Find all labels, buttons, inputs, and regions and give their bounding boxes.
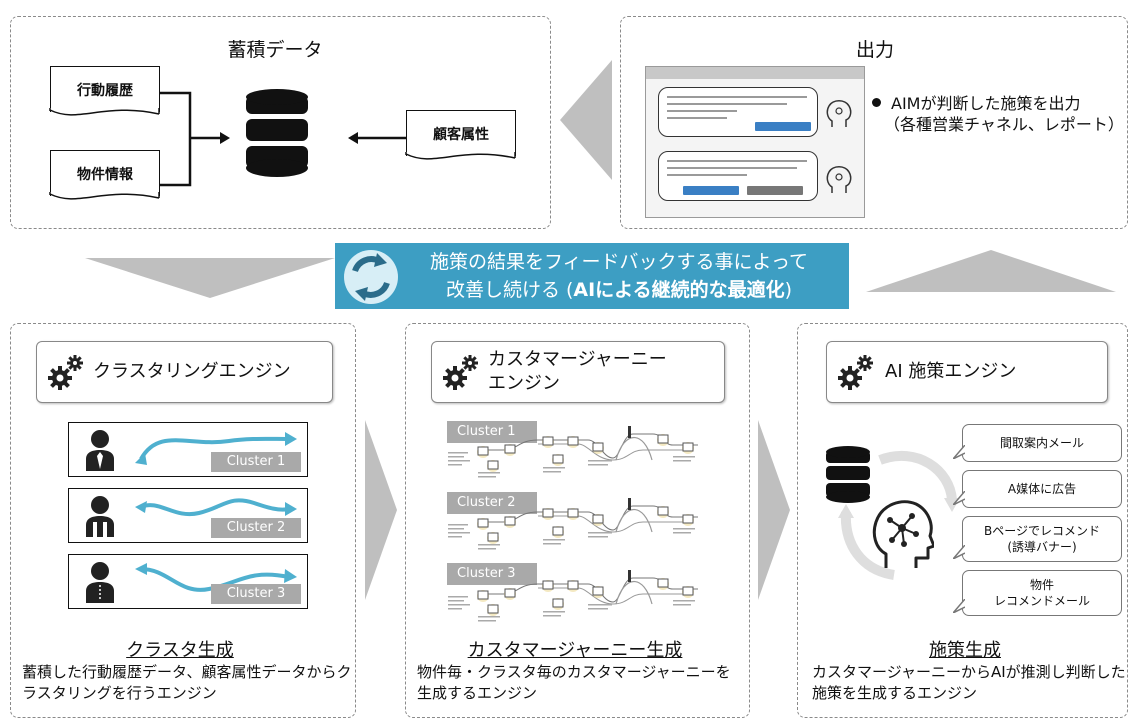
output-panel (620, 16, 1128, 229)
cluster-row-2: Cluster 2 (68, 488, 308, 543)
bubble-tail-icon (953, 445, 965, 459)
journey-cluster-tag: Cluster 2 (447, 492, 537, 514)
bullet-dot-icon (872, 98, 881, 107)
storage-title: 蓄積データ (227, 39, 323, 61)
doc-behavior-history: 行動履歴 (49, 66, 160, 116)
feedback-line2: 改善し続ける (AIによる継続的な最適化) (409, 276, 829, 304)
clustering-panel (10, 323, 356, 718)
person-apron-icon (86, 496, 114, 537)
mockup-bubble-1 (658, 87, 818, 137)
measure-engine-label: AI 施策エンジン (885, 361, 1017, 382)
doc-customer-attr-label: 顧客属性 (433, 126, 489, 143)
feedback-line2-prefix: 改善し続ける ( (445, 279, 574, 301)
output-bullet: AIMが判断した施策を出力 (872, 90, 1080, 114)
feedback-line2-bold: AIによる継続的な最適化 (573, 279, 785, 301)
cluster-path-curve (135, 432, 297, 465)
ai-head-icon (826, 166, 852, 193)
journey-panel (405, 323, 750, 718)
measure-bubble-3: Bページでレコメンド (誘導バナー) (953, 516, 1122, 562)
mockup-bubble-2 (658, 151, 818, 201)
cluster-output-desc: 蓄積した行動履歴データ、顧客属性データからクラスタリングを行うエンジン (22, 663, 352, 702)
mockup-button (747, 186, 803, 195)
journey-cluster-tag: Cluster 1 (447, 421, 537, 443)
measure-bubble-4-text: 物件 レコメンドメール (993, 578, 1090, 608)
measure-output-title: 施策生成 (929, 640, 1001, 661)
journey-engine-label: カスタマージャーニー エンジン (488, 349, 667, 394)
measure-panel (797, 323, 1128, 718)
measure-bubble-1: 間取案内メール (953, 424, 1122, 462)
cluster-path-curve (135, 498, 297, 517)
journey-engine-header: カスタマージャーニー エンジン (431, 341, 725, 403)
cluster-row-1: Cluster 1 (68, 422, 308, 477)
arrow-left-gray-icon (560, 60, 612, 180)
person-suit-icon (86, 562, 114, 603)
cluster-tag: Cluster 3 (211, 584, 301, 604)
measure-bubble-1-text: 間取案内メール (999, 436, 1084, 450)
doc-property-info-label: 物件情報 (77, 166, 133, 183)
clustering-engine-header: クラスタリングエンジン (36, 341, 333, 403)
feedback-line1: 施策の結果をフィードバックする事によって (429, 251, 809, 273)
cluster-tag: Cluster 2 (211, 518, 301, 538)
cluster-path-curve (135, 563, 297, 592)
journey-output-title: カスタマージャーニー生成 (467, 640, 683, 661)
journey-map (448, 425, 699, 623)
arrow-right-gray-icon (365, 420, 397, 600)
mockup-button (683, 186, 739, 195)
clustering-engine-label: クラスタリングエンジン (93, 361, 291, 382)
database-icon (246, 89, 308, 177)
measure-engine-header: AI 施策エンジン (826, 341, 1108, 403)
measure-bubble-2-text: A媒体に広告 (1007, 482, 1077, 496)
measure-bubble-3-text: Bページでレコメンド (誘導バナー) (984, 524, 1100, 554)
arrow-up-gray-icon (866, 250, 1116, 292)
output-screen-mockup (645, 66, 865, 218)
measure-bubble-2: A媒体に広告 (953, 470, 1122, 508)
bubble-tail-icon (953, 545, 965, 559)
bubble-tail-icon (953, 599, 965, 613)
feedback-banner: 施策の結果をフィードバックする事によって 改善し続ける (AIによる継続的な最適… (335, 243, 849, 309)
bubble-tail-icon (953, 491, 965, 505)
doc-property-info: 物件情報 (49, 150, 160, 200)
feedback-text: 施策の結果をフィードバックする事によって 改善し続ける (AIによる継続的な最適… (409, 248, 829, 304)
doc-wave-edge (405, 152, 516, 160)
output-title: 出力 (855, 39, 894, 61)
ai-head-icon (826, 100, 852, 127)
mockup-button (755, 122, 811, 131)
doc-customer-attr: 顧客属性 (405, 110, 516, 160)
measure-bubble-4: 物件 レコメンドメール (953, 570, 1122, 616)
output-bullet-text: AIMが判断した施策を出力 (891, 94, 1081, 113)
database-icon (826, 446, 870, 503)
feedback-line2-suffix: ) (784, 279, 793, 301)
refresh-cycle-icon (344, 250, 398, 304)
cluster-row-3: Cluster 3 (68, 554, 308, 609)
journey-cluster-tag: Cluster 3 (447, 563, 537, 585)
storage-connectors (160, 91, 406, 187)
ai-brain-head-icon (872, 500, 934, 568)
cycle-arrows-icon (838, 450, 960, 580)
mockup-titlebar (646, 67, 864, 79)
cluster-tag: Cluster 1 (211, 452, 301, 472)
person-tie-icon (86, 430, 114, 471)
measure-output-desc: カスタマージャーニーからAIが推測し判断した施策を生成するエンジン (812, 663, 1126, 702)
gears-icon (838, 355, 873, 390)
arrow-down-gray-icon (85, 258, 335, 298)
journey-output-desc: 物件毎・クラスタ毎のカスタマージャーニーを生成するエンジン (417, 663, 731, 702)
cluster-output-title: クラスタ生成 (126, 640, 234, 661)
gears-icon (48, 355, 83, 390)
storage-panel (10, 16, 551, 229)
doc-wave-edge (49, 108, 160, 116)
doc-behavior-history-label: 行動履歴 (77, 82, 133, 99)
output-subtext: （各種営業チャネル、レポート） (884, 115, 1124, 134)
arrow-right-gray-icon (758, 420, 790, 600)
gears-icon (443, 355, 478, 390)
doc-wave-edge (49, 192, 160, 200)
